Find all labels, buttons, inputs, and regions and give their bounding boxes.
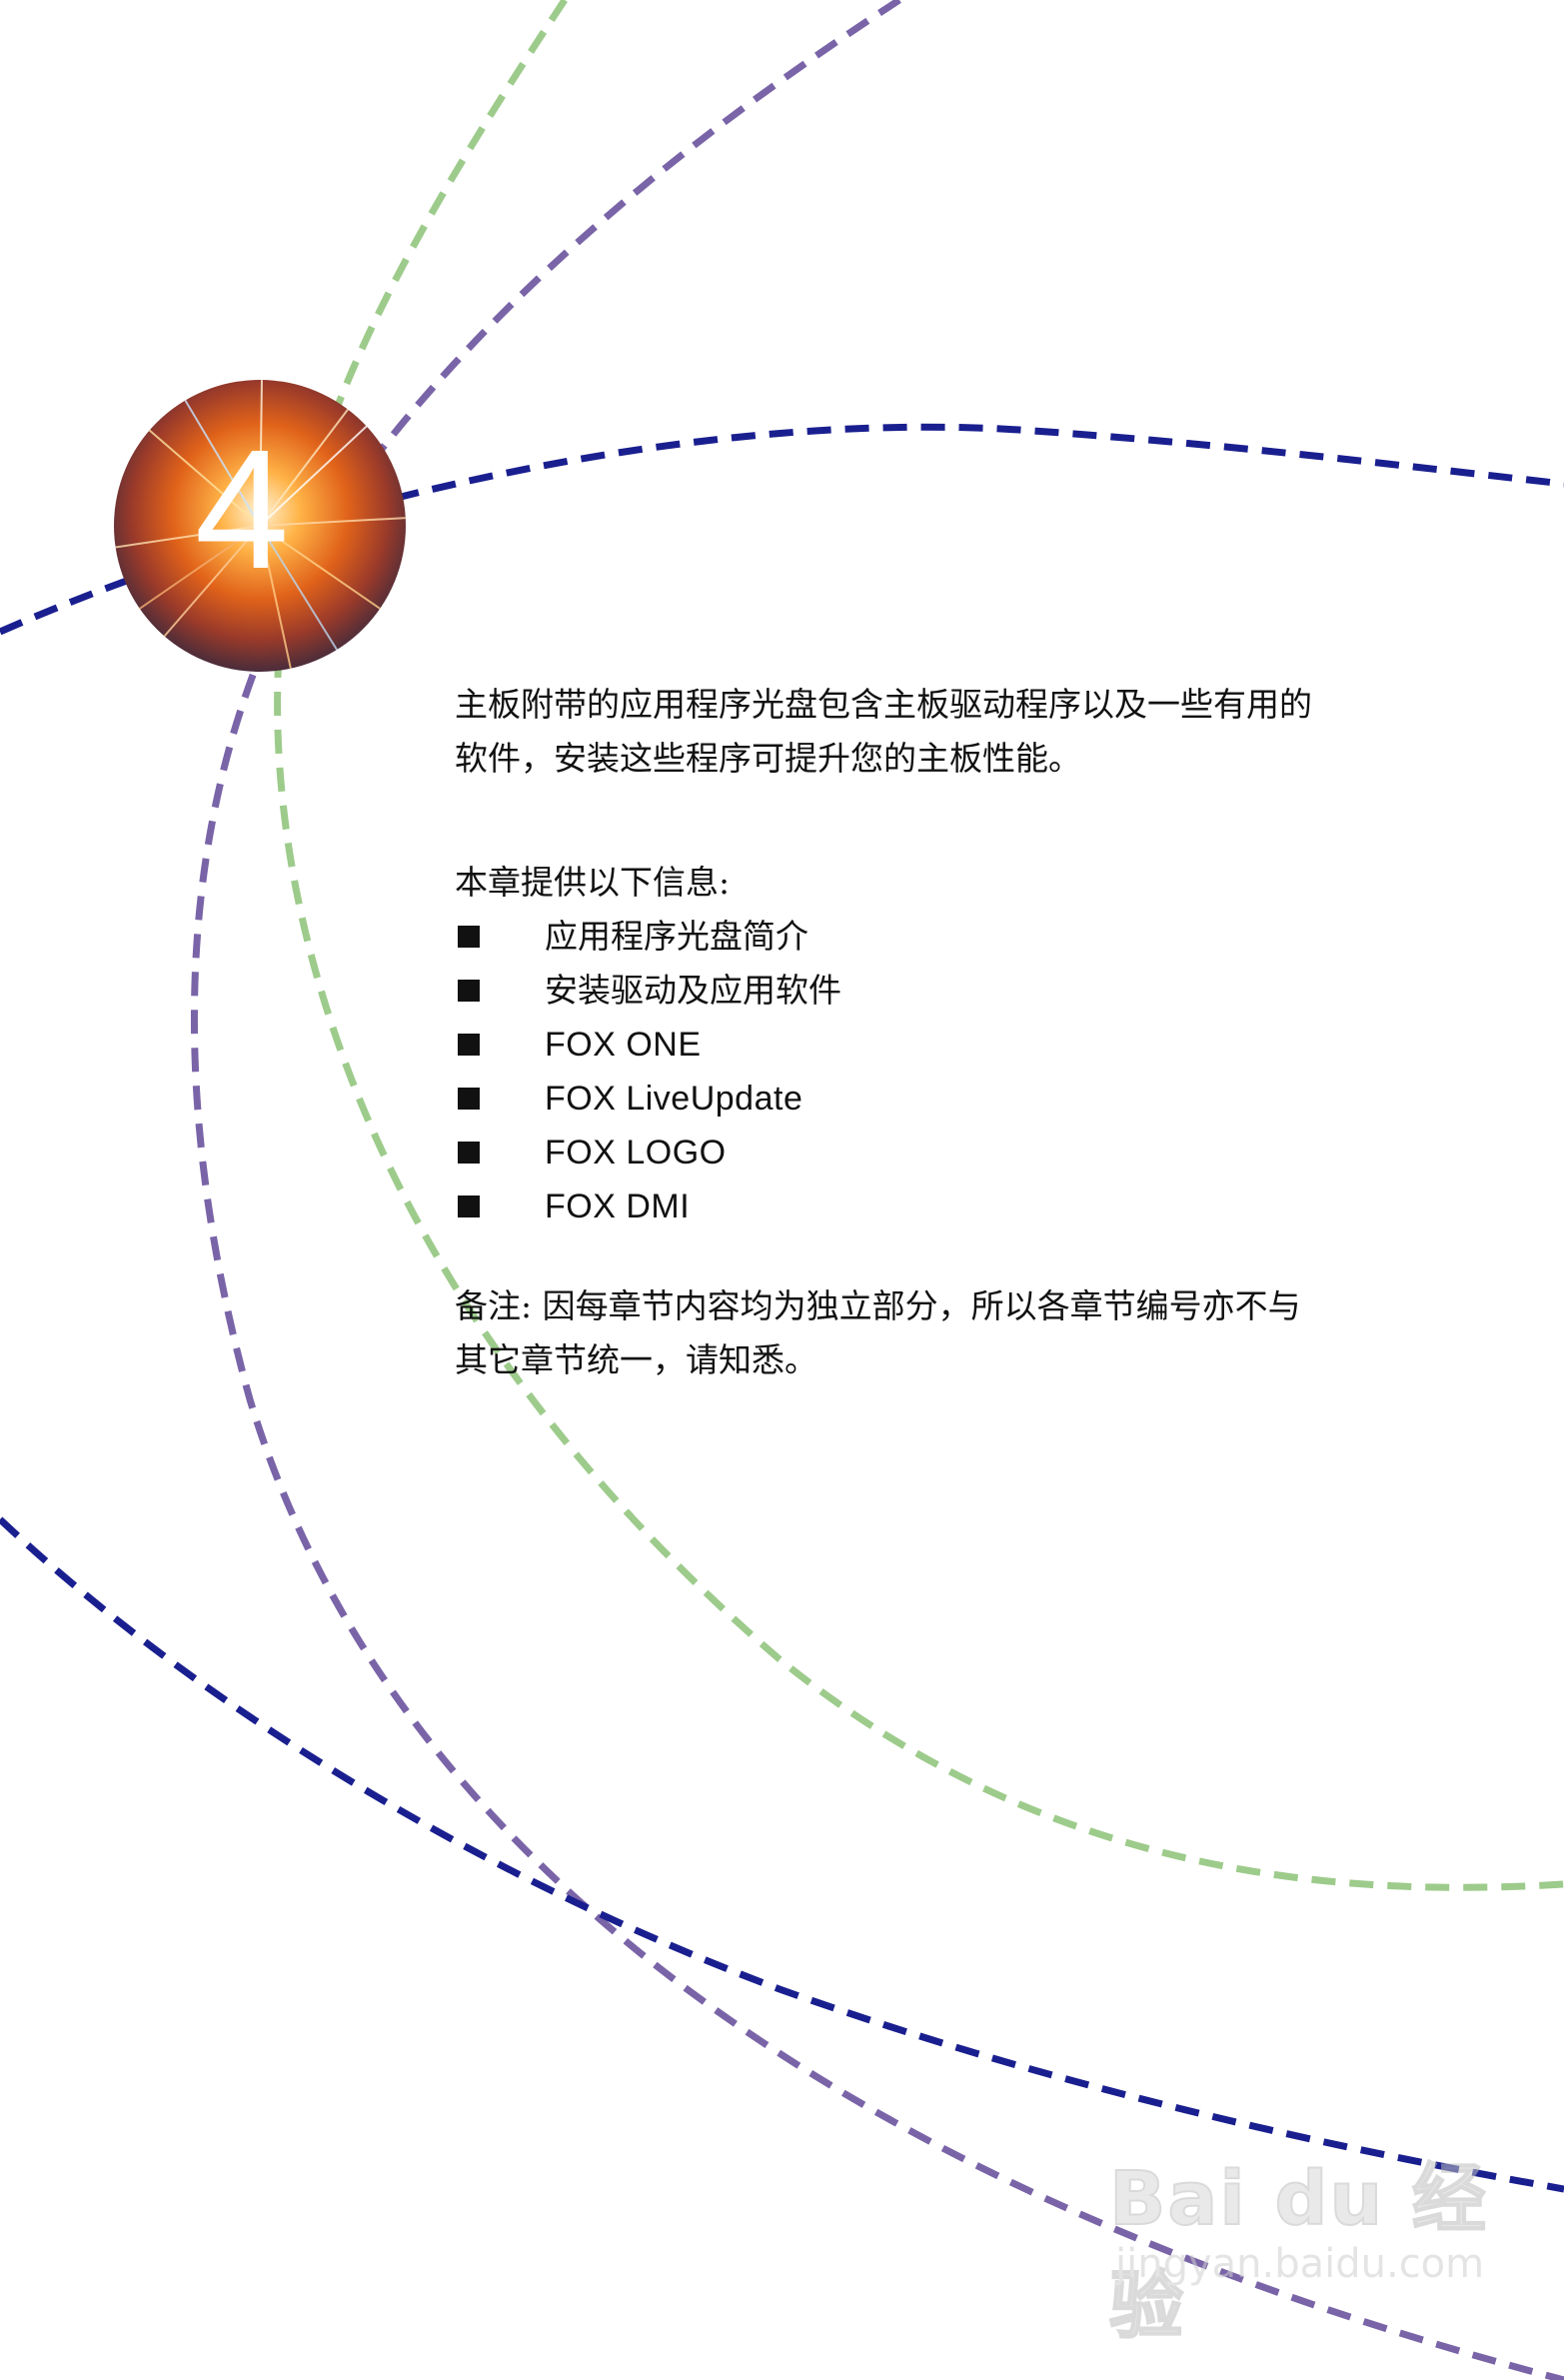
toc-item: FOX ONE xyxy=(455,1018,1414,1072)
navy-dashed-arc-lower xyxy=(0,1516,1564,2193)
baidu-jingyan-watermark: Bai du 经验 jingyan.baidu.com xyxy=(1108,2139,1529,2350)
square-bullet-icon xyxy=(458,1195,480,1217)
toc-item: FOX LiveUpdate xyxy=(455,1072,1414,1126)
note-line-1: 备注: 因每章节内容均为独立部分，所以各章节编号亦不与 xyxy=(455,1286,1301,1325)
toc-item-label: 应用程序光盘简介 xyxy=(545,917,808,956)
toc-item: 应用程序光盘简介 xyxy=(455,910,1414,964)
green-dashed-arc xyxy=(274,0,1564,1891)
toc-list: 应用程序光盘简介 安装驱动及应用软件 FOX ONE FOX LiveUpdat… xyxy=(455,910,1414,1233)
square-bullet-icon xyxy=(458,1142,480,1164)
intro-line-2: 软件，安装这些程序可提升您的主板性能。 xyxy=(455,739,1081,778)
purple-dashed-arc xyxy=(190,0,1564,2380)
toc-item-label: FOX DMI xyxy=(545,1188,691,1225)
square-bullet-icon xyxy=(458,1088,480,1110)
chapter-number: 4 xyxy=(195,415,290,605)
toc-item: FOX DMI xyxy=(455,1180,1414,1233)
square-bullet-icon xyxy=(458,1034,480,1056)
toc-item: 安装驱动及应用软件 xyxy=(455,964,1414,1018)
watermark-url: jingyan.baidu.com xyxy=(1115,2241,1485,2287)
toc-item: FOX LOGO xyxy=(455,1126,1414,1180)
toc-item-label: FOX LiveUpdate xyxy=(545,1080,803,1118)
square-bullet-icon xyxy=(458,980,480,1002)
toc-item-label: FOX ONE xyxy=(545,1026,702,1064)
watermark-brand: Bai du 经验 xyxy=(1108,2155,1488,2350)
toc-item-label: FOX LOGO xyxy=(545,1134,727,1172)
intro-line-1: 主板附带的应用程序光盘包含主板驱动程序以及一些有用的 xyxy=(455,685,1312,724)
note-line-2: 其它章节统一，请知悉。 xyxy=(455,1340,817,1379)
toc-item-label: 安装驱动及应用软件 xyxy=(545,971,841,1010)
toc-heading: 本章提供以下信息: xyxy=(455,863,731,902)
square-bullet-icon xyxy=(458,926,480,948)
chapter-badge: 4 xyxy=(114,380,406,672)
chapter-content: 主板附带的应用程序光盘包含主板驱动程序以及一些有用的 软件，安装这些程序可提升您… xyxy=(455,678,1414,1387)
